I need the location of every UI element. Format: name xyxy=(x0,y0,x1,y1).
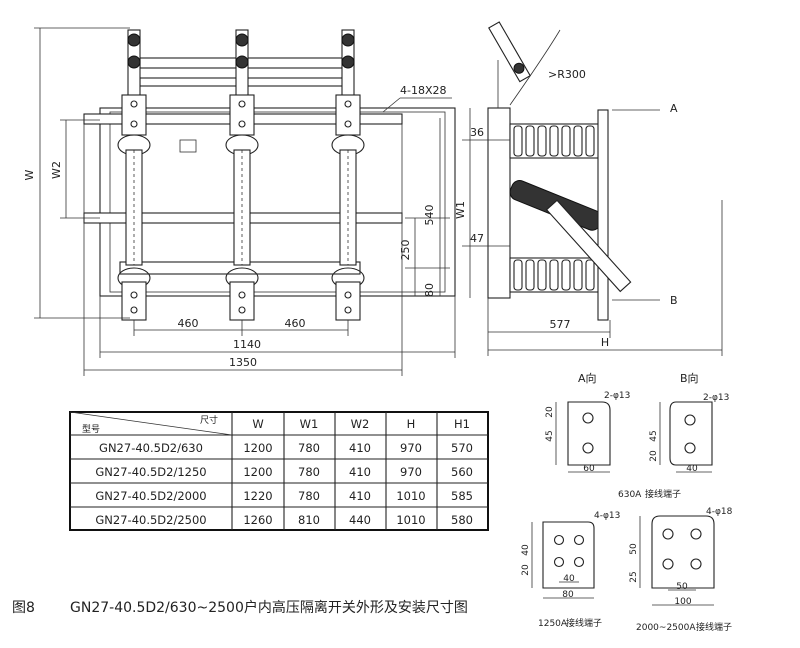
dim-47: 47 xyxy=(470,232,484,245)
terminal-a-view: A向 2-φ13 20 45 60 xyxy=(545,371,630,474)
terminal-1250: 4-φ13 40 20 40 80 1250A 接线端子 xyxy=(521,511,620,629)
a-view-title: A向 xyxy=(578,371,597,385)
dim-W2: W2 xyxy=(50,161,63,179)
col-W: W xyxy=(252,417,263,431)
cell: 810 xyxy=(298,513,320,527)
cell: 1010 xyxy=(396,513,425,527)
b-dim-45: 45 xyxy=(649,430,659,441)
phase-right xyxy=(331,29,365,321)
label-2500: 接线端子 xyxy=(696,621,732,633)
label-630: 接线端子 xyxy=(645,488,681,500)
marker-B: B xyxy=(670,294,678,307)
table-row: GN27-40.5D2/1250 1200 780 410 970 560 xyxy=(95,465,473,479)
figure-caption: GN27-40.5D2/630~2500户内高压隔离开关外形及安装尺寸图 xyxy=(70,599,468,616)
table-header-dim: 尺寸 xyxy=(200,414,218,426)
col-H: H xyxy=(407,417,416,431)
cell: 1260 xyxy=(243,513,272,527)
t1250-dim-40b: 40 xyxy=(563,574,575,584)
cell: 440 xyxy=(349,513,371,527)
dim-H: H xyxy=(601,336,609,349)
cell: 970 xyxy=(400,441,422,455)
row-model: GN27-40.5D2/2000 xyxy=(95,489,206,503)
cell: 780 xyxy=(298,441,320,455)
base-frame xyxy=(99,107,456,297)
dim-460-left: 460 xyxy=(178,317,199,330)
table-header-model: 型号 xyxy=(82,424,100,435)
a-dim-60: 60 xyxy=(583,464,595,474)
col-H1: H1 xyxy=(454,417,470,431)
b-dim-40: 40 xyxy=(686,464,698,474)
a-dim-20: 20 xyxy=(545,406,555,418)
insulator-top xyxy=(513,125,595,157)
holes-label: 4-18X28 xyxy=(400,84,447,97)
t1250-dim-40: 40 xyxy=(521,544,531,556)
t2500-dim-50b: 50 xyxy=(676,582,688,592)
table-row: GN27-40.5D2/2500 1260 810 440 1010 580 xyxy=(95,513,473,527)
marker-A: A xyxy=(670,102,678,115)
t1250-dim-20: 20 xyxy=(521,564,531,576)
dim-250: 250 xyxy=(399,240,412,261)
cell: 1200 xyxy=(243,465,272,479)
row-model: GN27-40.5D2/2500 xyxy=(95,513,206,527)
cell: 410 xyxy=(349,489,371,503)
b-view-holes: 2-φ13 xyxy=(703,393,729,403)
t2500-dim-50: 50 xyxy=(629,543,639,555)
terminal-b-view: B向 2-φ13 45 20 40 630A 接线端子 xyxy=(618,371,729,500)
dim-1350: 1350 xyxy=(229,356,257,369)
phase-middle xyxy=(225,29,259,321)
cell: 780 xyxy=(298,465,320,479)
caption-2500: 2000~2500A xyxy=(636,623,696,633)
dim-577: 577 xyxy=(550,318,571,331)
dim-W: W xyxy=(23,169,36,180)
side-view: >R300 xyxy=(454,21,723,356)
cell: 560 xyxy=(451,465,473,479)
cell: 570 xyxy=(451,441,473,455)
t1250-holes: 4-φ13 xyxy=(594,511,620,521)
label-1250: 接线端子 xyxy=(566,617,602,629)
col-W2: W2 xyxy=(351,417,370,431)
cell: 780 xyxy=(298,489,320,503)
row-model: GN27-40.5D2/630 xyxy=(99,441,203,455)
cell: 970 xyxy=(400,465,422,479)
insulator-bottom xyxy=(513,259,595,291)
cell: 1200 xyxy=(243,441,272,455)
cell: 410 xyxy=(349,465,371,479)
dim-W1: W1 xyxy=(454,201,467,219)
terminal-2500: 4-φ18 50 25 50 100 2000~2500A 接线端子 xyxy=(629,507,733,633)
t1250-dim-80: 80 xyxy=(562,590,574,600)
dim-540: 540 xyxy=(423,205,436,226)
side-frame xyxy=(487,107,511,299)
figure-number: 图8 xyxy=(12,600,35,616)
cell: 1010 xyxy=(396,489,425,503)
dim-460-right: 460 xyxy=(285,317,306,330)
phase-left xyxy=(117,29,151,321)
a-view-holes: 2-φ13 xyxy=(604,391,630,401)
a-dim-45: 45 xyxy=(545,430,555,441)
dim-R300: >R300 xyxy=(548,68,586,81)
cell: 410 xyxy=(349,441,371,455)
row-model: GN27-40.5D2/1250 xyxy=(95,465,206,479)
table-row: GN27-40.5D2/2000 1220 780 410 1010 585 xyxy=(95,489,473,503)
col-W1: W1 xyxy=(300,417,319,431)
cell: 585 xyxy=(451,489,473,503)
caption-1250: 1250A xyxy=(538,619,568,629)
t2500-dim-100: 100 xyxy=(674,597,691,607)
front-view: W W2 540 250 80 4-18X28 460 460 1140 135… xyxy=(23,27,456,376)
b-dim-20: 20 xyxy=(649,450,659,462)
b-view-title: B向 xyxy=(680,371,699,385)
t2500-holes: 4-φ18 xyxy=(706,507,733,517)
table-row: GN27-40.5D2/630 1200 780 410 970 570 xyxy=(99,441,473,455)
caption-630: 630A xyxy=(618,490,642,500)
cell: 1220 xyxy=(243,489,272,503)
cell: 580 xyxy=(451,513,473,527)
dimension-table: 型号 尺寸 W W1 W2 H H1 GN27-40.5D2/630 1200 … xyxy=(69,411,489,531)
dim-36: 36 xyxy=(470,126,484,139)
t2500-dim-25: 25 xyxy=(629,571,639,582)
dim-1140: 1140 xyxy=(233,338,261,351)
dim-80: 80 xyxy=(423,283,436,297)
